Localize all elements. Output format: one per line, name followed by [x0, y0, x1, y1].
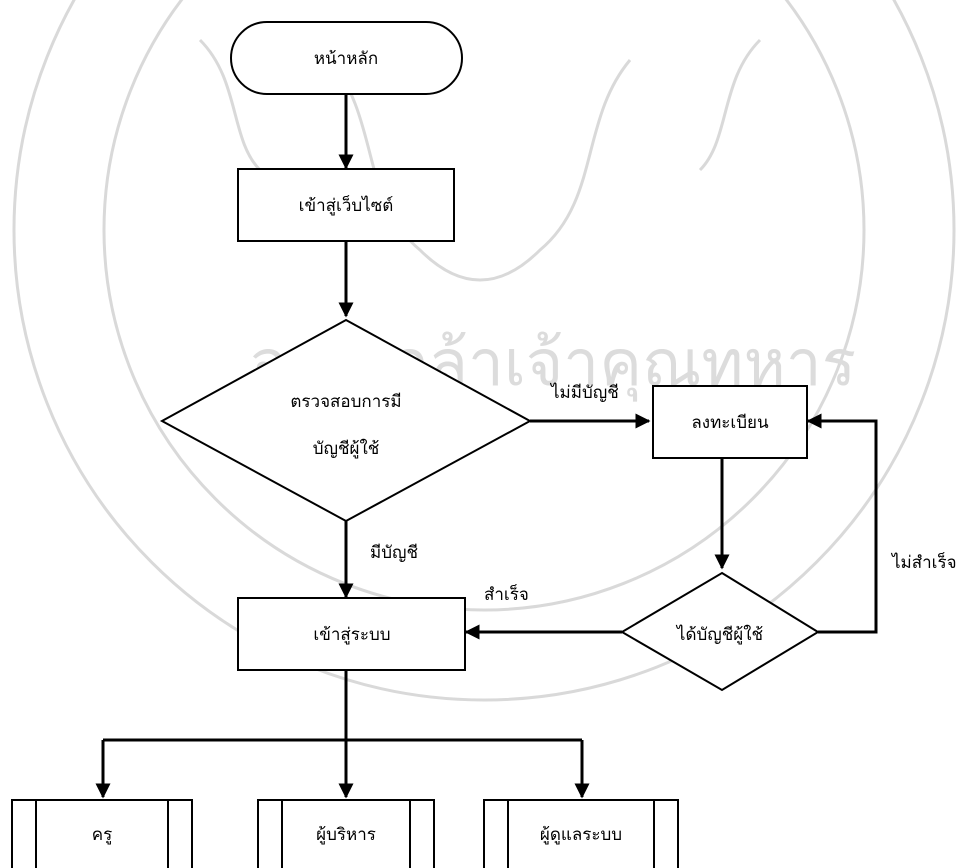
executive-label: ผู้บริหาร — [316, 825, 376, 845]
admin-label: ผู้ดูแลระบบ — [540, 825, 622, 845]
shapes — [11, 21, 820, 868]
connectors — [95, 94, 878, 799]
start-label: หน้าหลัก — [314, 49, 378, 69]
executive-process-box — [257, 799, 435, 868]
admin-process-box — [483, 799, 679, 868]
failed-label: ไม่สำเร็จ — [890, 551, 957, 573]
has-account-label: มีบัญชี — [370, 543, 418, 563]
register-box — [652, 385, 808, 459]
enter-site-label: เข้าสู่เว็บไซต์ — [299, 194, 394, 216]
node-labels: หน้าหลัก เข้าสู่เว็บไซต์ ตรวจสอบการมี บั… — [92, 49, 769, 845]
no-account-label: ไม่มีบัญชี — [549, 382, 619, 403]
success-label: สำเร็จ — [484, 583, 529, 605]
check-label-line-2: บัญชีผู้ใช้ — [313, 438, 380, 459]
edge-labels: ไม่มีบัญชี มีบัญชี สำเร็จ ไม่สำเร็จ — [370, 382, 957, 605]
check-label-line-1: ตรวจสอบการมี — [290, 392, 401, 412]
got-account-diamond — [620, 571, 820, 692]
start-terminal — [230, 21, 463, 95]
check-account-diamond — [159, 318, 533, 523]
login-box — [237, 597, 466, 671]
got-account-label: ได้บัญชีผู้ใช้ — [675, 624, 763, 645]
teacher-process-box — [11, 799, 193, 868]
arrow-failed-back-to-register — [806, 413, 878, 634]
login-label: เข้าสู่ระบบ — [313, 625, 390, 645]
register-label: ลงทะเบียน — [691, 413, 769, 433]
enter-site-box — [237, 168, 455, 242]
teacher-label: ครู — [92, 825, 113, 845]
